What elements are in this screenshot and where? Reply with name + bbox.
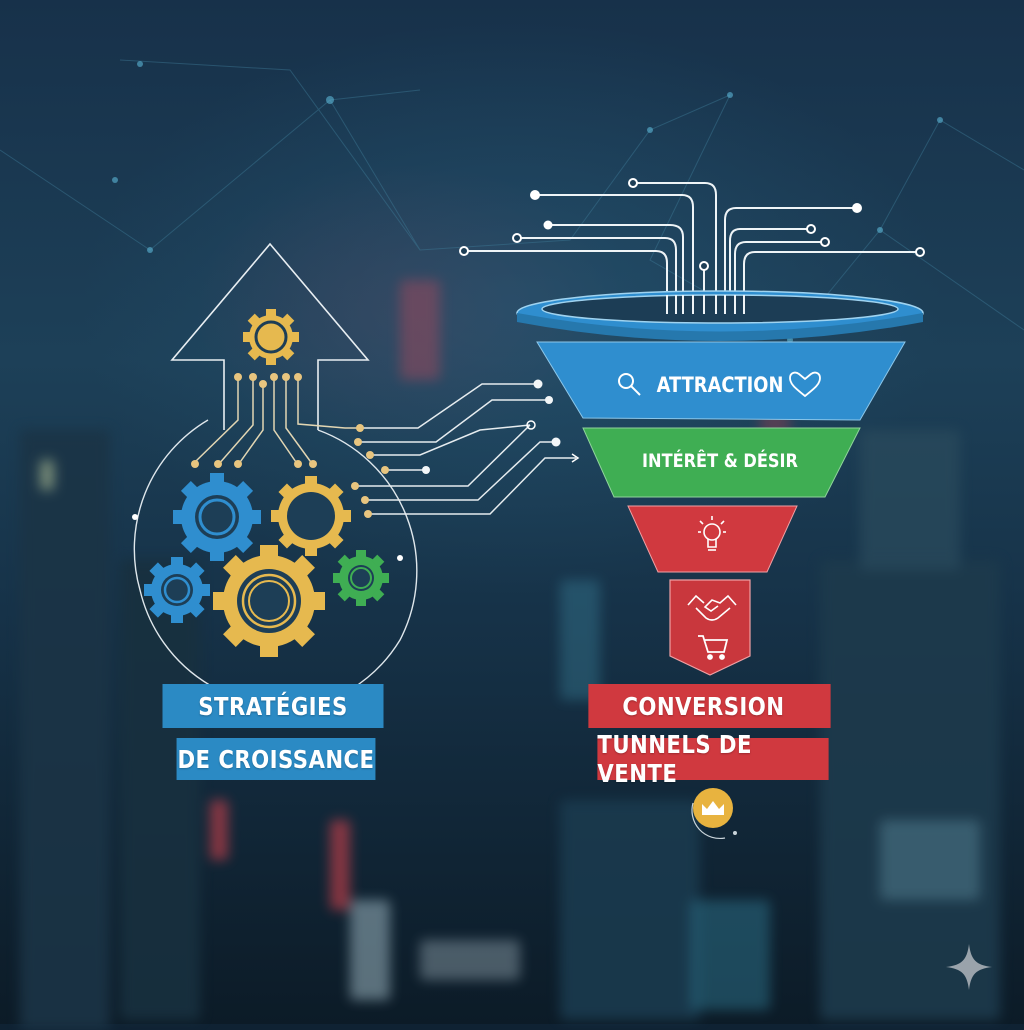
funnel-stage-interest-label: INTÉRÊT & DÉSIR xyxy=(642,450,798,472)
heart-icon xyxy=(789,371,821,398)
crown-icon xyxy=(702,801,724,815)
gear-icon xyxy=(271,476,351,556)
gear-icon xyxy=(144,557,210,623)
growth-arrow-icon xyxy=(170,242,370,430)
sales-funnels-title-banner: TUNNELS DE VENTE xyxy=(597,730,829,788)
funnel-stage-conversion xyxy=(669,579,751,676)
conversion-title-text: CONVERSION xyxy=(622,691,785,721)
sparkle-icon xyxy=(946,944,992,990)
funnel-stage-idea xyxy=(627,505,798,573)
gear-icon xyxy=(173,473,261,561)
lightbulb-icon xyxy=(698,516,726,551)
gear-icon xyxy=(243,309,299,365)
shopping-cart-icon xyxy=(698,635,729,660)
funnel-stage-interest xyxy=(582,427,861,498)
gear-icon xyxy=(213,545,325,657)
handshake-icon xyxy=(687,594,737,621)
search-icon xyxy=(618,373,641,396)
strategies-title-banner: STRATÉGIES xyxy=(162,684,384,728)
funnel-stage-attraction xyxy=(536,341,906,421)
growth-title-banner: DE CROISSANCE xyxy=(176,738,376,780)
conversion-title-banner: CONVERSION xyxy=(588,684,831,728)
gear-icon xyxy=(333,550,389,606)
funnel-stage-attraction-label: ATTRACTION xyxy=(656,373,784,397)
